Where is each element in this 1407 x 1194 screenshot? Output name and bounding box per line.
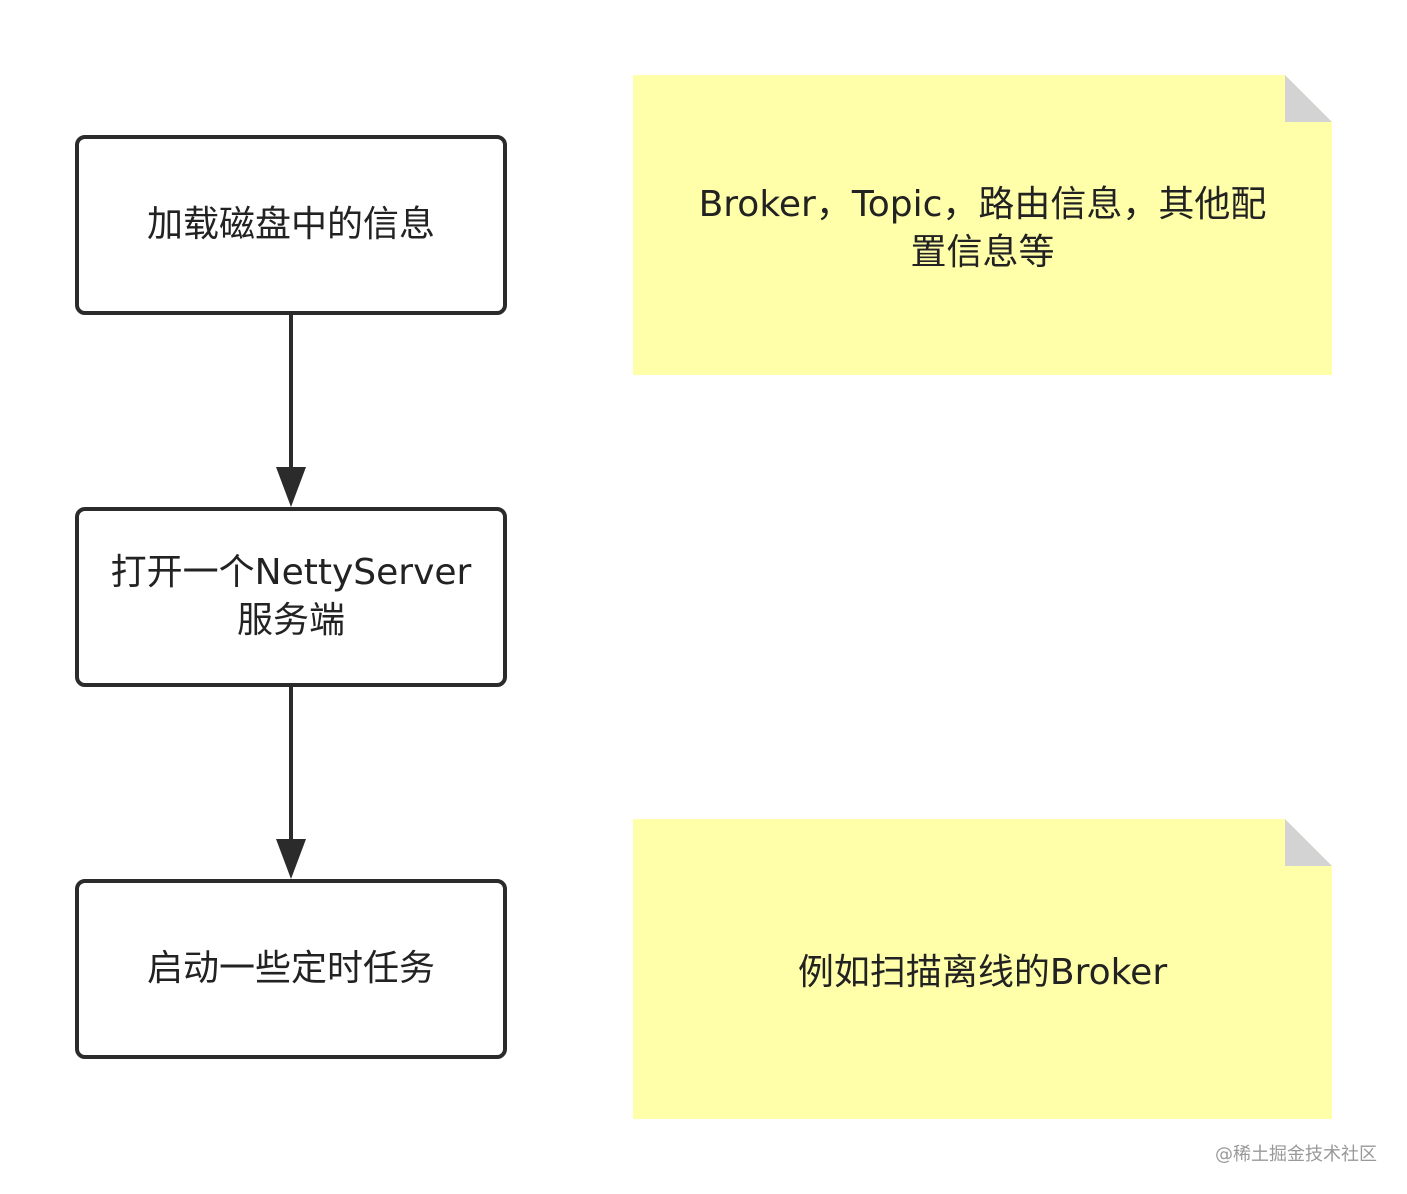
watermark: @稀土掘金技术社区 [1215, 1144, 1377, 1165]
note-text: 例如扫描离线的Broker [797, 952, 1168, 993]
step-label: 打开一个NettyServer 服务端 [110, 552, 472, 641]
note-loaded-info: Broker，Topic，路由信息，其他配 置信息等 [633, 75, 1332, 375]
step-open-netty-server: 打开一个NettyServer 服务端 [75, 507, 507, 687]
note-shape [633, 819, 1332, 1119]
arrow-step1-to-step2 [276, 315, 306, 507]
note-shape [633, 75, 1332, 375]
step-load-disk-info: 加载磁盘中的信息 [75, 135, 507, 315]
step-start-scheduled-tasks: 启动一些定时任务 [75, 879, 507, 1059]
note-scheduled-tasks: 例如扫描离线的Broker [633, 819, 1332, 1119]
step-label: 启动一些定时任务 [146, 948, 435, 989]
arrow-step2-to-step3 [276, 687, 306, 879]
step-label: 加载磁盘中的信息 [146, 204, 435, 245]
note-text: Broker，Topic，路由信息，其他配 置信息等 [698, 184, 1267, 273]
